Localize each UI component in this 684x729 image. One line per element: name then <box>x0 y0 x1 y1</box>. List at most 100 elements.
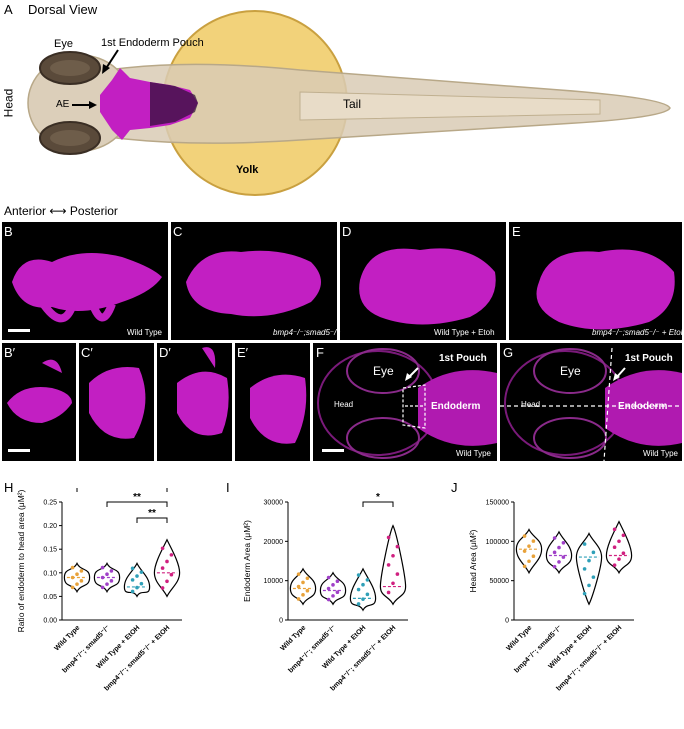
panel-a-letter: A <box>4 2 13 17</box>
data-point <box>356 587 361 592</box>
data-point <box>160 586 165 590</box>
data-point <box>552 564 557 569</box>
data-point <box>139 581 144 586</box>
data-point <box>135 574 139 578</box>
panel-e-prime-letter: E′ <box>237 345 249 360</box>
x-tick-label: bmp4⁻/⁻; smad5⁻/⁻ + EtOH <box>555 624 623 692</box>
y-tick-label: 0 <box>505 618 509 625</box>
data-point <box>169 553 174 557</box>
panel-g-letter: G <box>503 345 514 360</box>
data-point <box>326 575 331 580</box>
data-point <box>100 575 105 580</box>
g-eye-label: Eye <box>560 364 581 378</box>
data-point <box>587 583 591 588</box>
violin <box>515 528 543 575</box>
data-point <box>527 544 531 548</box>
f-head-label: Head <box>334 400 354 409</box>
y-tick-label: 50000 <box>490 578 510 585</box>
data-point <box>365 578 370 582</box>
data-point <box>135 585 139 590</box>
data-point <box>335 590 340 595</box>
panel-d-letter: D <box>342 224 352 239</box>
data-point <box>109 579 114 583</box>
x-tick-label: Wild Type <box>279 624 307 652</box>
violin <box>319 571 347 606</box>
data-point <box>130 578 135 582</box>
data-point <box>356 573 361 577</box>
data-point <box>70 565 75 570</box>
data-point <box>79 569 84 573</box>
data-point <box>296 597 301 601</box>
label-eye: Eye <box>54 38 73 50</box>
data-point <box>612 527 617 532</box>
zebrafish-diagram <box>27 10 671 196</box>
data-point <box>582 542 587 546</box>
y-tick-label: 10000 <box>264 578 284 585</box>
data-point <box>527 559 531 564</box>
data-point <box>561 555 566 559</box>
violin <box>545 530 573 575</box>
significance-bracket <box>362 501 394 507</box>
micrograph-f <box>313 343 497 461</box>
data-point <box>522 549 527 553</box>
micrograph-b-prime <box>2 343 76 461</box>
panel-i-letter: I <box>226 480 230 495</box>
data-point <box>612 563 617 567</box>
scale-bar-b-prime <box>8 449 30 452</box>
violin <box>123 561 151 598</box>
y-tick-label: 150000 <box>486 500 509 507</box>
y-tick-label: 0 <box>279 618 283 625</box>
data-point <box>557 560 561 564</box>
chart-h: Ratio of endoderm to head area (μM²)0.00… <box>16 488 182 693</box>
data-point <box>386 535 391 540</box>
data-point <box>361 582 365 587</box>
micrograph-d <box>340 222 506 340</box>
g-caption: Wild Type <box>643 449 678 458</box>
label-ae: AE <box>56 99 70 110</box>
data-point <box>130 589 135 594</box>
data-point <box>552 550 557 555</box>
panel-b-letter: B <box>4 224 13 239</box>
caption-b: Wild Type <box>127 328 162 337</box>
x-tick-label: Wild Type <box>505 624 533 652</box>
data-point <box>531 554 536 559</box>
y-tick-label: 0.10 <box>43 570 57 577</box>
data-point <box>582 591 587 596</box>
data-point <box>326 597 331 602</box>
micrograph-e <box>509 222 682 340</box>
y-tick-label: 0.20 <box>43 523 57 530</box>
data-point <box>531 539 536 543</box>
significance-star: ** <box>133 492 141 503</box>
micrograph-c <box>171 222 337 340</box>
scale-bar-f <box>322 449 344 452</box>
data-point <box>617 557 621 561</box>
chart-i: Endoderm Area (μM²)0100002000030000Wild … <box>242 492 408 693</box>
data-point <box>301 580 305 585</box>
panel-e-letter: E <box>512 224 521 239</box>
data-point <box>552 536 557 540</box>
panel-f-letter: F <box>316 345 324 360</box>
y-tick-label: 0.05 <box>43 594 57 601</box>
data-point <box>139 570 144 574</box>
data-point <box>591 575 596 579</box>
data-point <box>386 590 391 595</box>
g-endoderm-label: Endoderm <box>618 401 668 412</box>
data-point <box>522 564 527 569</box>
data-point <box>105 582 109 586</box>
data-point <box>386 563 391 567</box>
scale-bar-b <box>8 329 30 332</box>
micrograph-d-prime <box>157 343 232 461</box>
panel-a-title: Dorsal View <box>28 2 98 17</box>
data-point <box>331 594 335 598</box>
data-point <box>361 597 365 601</box>
data-point <box>165 559 169 564</box>
panel-c-prime-letter: C′ <box>81 345 93 360</box>
label-head: Head <box>1 88 16 118</box>
panel-c-letter: C <box>173 224 183 239</box>
data-point <box>356 602 361 606</box>
data-point <box>79 579 84 583</box>
data-point <box>75 582 79 586</box>
data-point <box>105 572 109 577</box>
data-point <box>130 566 135 571</box>
